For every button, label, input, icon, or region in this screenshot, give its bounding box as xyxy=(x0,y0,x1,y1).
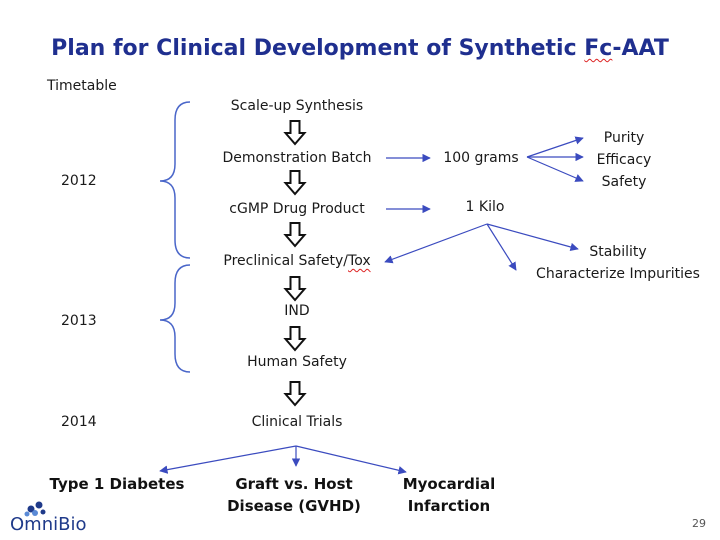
down-arrow-2 xyxy=(284,170,306,195)
logo-molecule-icon xyxy=(24,501,46,517)
arrow-to-safety xyxy=(526,156,584,182)
step-ind: IND xyxy=(284,303,310,319)
logo-omnibio: OmniBio xyxy=(10,514,87,535)
test-safety: Safety xyxy=(601,174,647,190)
brace-2012 xyxy=(159,101,191,259)
down-arrow-4 xyxy=(284,276,306,301)
brace-2013 xyxy=(159,264,191,373)
step-preclinical-safety-tox: Preclinical Safety/Tox xyxy=(223,253,371,269)
page-number: 29 xyxy=(692,517,706,530)
step-demonstration-batch: Demonstration Batch xyxy=(222,150,372,166)
slide-title: Plan for Clinical Development of Synthet… xyxy=(51,36,669,61)
down-arrow-3 xyxy=(284,222,306,247)
arrow-to-type1-diabetes xyxy=(159,445,297,474)
step-human-safety: Human Safety xyxy=(247,354,347,370)
test-stability: Stability xyxy=(589,244,647,260)
down-arrow-5 xyxy=(284,326,306,351)
outcome-type1-diabetes: Type 1 Diabetes xyxy=(49,475,185,493)
arrow-kilo-to-stability xyxy=(486,223,579,252)
step-cgmp-drug-product: cGMP Drug Product xyxy=(229,201,365,217)
test-characterize-impurities: Characterize Impurities xyxy=(536,266,700,282)
down-arrow-6 xyxy=(284,381,306,406)
step-scale-up-synthesis: Scale-up Synthesis xyxy=(230,98,364,114)
test-efficacy: Efficacy xyxy=(596,152,652,168)
year-2014: 2014 xyxy=(61,414,97,430)
down-arrow-1 xyxy=(284,120,306,145)
step-clinical-trials: Clinical Trials xyxy=(251,414,343,430)
year-2012: 2012 xyxy=(61,173,97,189)
arrow-to-myocardial xyxy=(295,445,407,475)
arrow-kilo-to-impurities xyxy=(486,223,517,271)
test-purity: Purity xyxy=(603,130,645,146)
product-quantity: 1 Kilo xyxy=(465,199,505,215)
arrow-kilo-to-preclinical xyxy=(384,223,488,264)
year-2013: 2013 xyxy=(61,313,97,329)
arrow-to-purity xyxy=(526,136,584,158)
batch-quantity: 100 grams xyxy=(443,150,519,166)
timetable-label: Timetable xyxy=(47,78,117,94)
